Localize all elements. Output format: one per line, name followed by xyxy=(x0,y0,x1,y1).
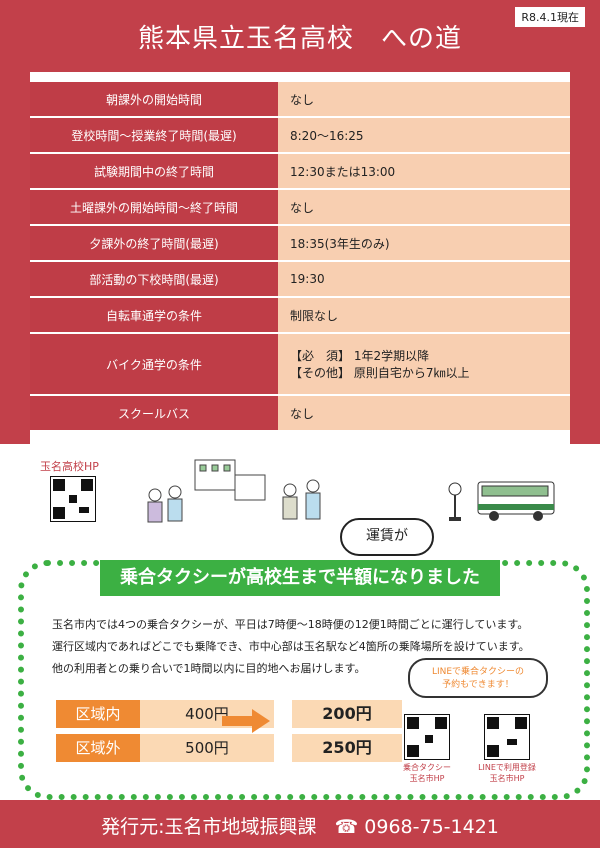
bus-icon xyxy=(477,481,555,521)
row-label: 自転車通学の条件 xyxy=(30,298,278,332)
header-band: 熊本県立玉名高校 への道 R8.4.1現在 xyxy=(0,0,600,72)
school-qr-code[interactable] xyxy=(50,476,96,522)
table-row: 土曜課外の開始時間～終了時間 なし xyxy=(30,190,570,224)
page-title: 熊本県立玉名高校 への道 xyxy=(137,24,462,54)
taxi-qr-caption: 乗合タクシー 玉名市HP xyxy=(392,762,462,784)
table-row: 自転車通学の条件 制限なし xyxy=(30,298,570,332)
school-hp-label: 玉名高校HP xyxy=(40,460,99,473)
phone-number: 0968-75-1421 xyxy=(364,816,499,838)
fare-zone-label: 区域内 xyxy=(56,700,140,728)
arrow-right-icon xyxy=(222,709,270,733)
row-label: 登校時間～授業終了時間(最遅) xyxy=(30,118,278,152)
line-bubble-text: LINEで乗合タクシーの xyxy=(431,667,525,677)
qr-caption-line: 玉名市HP xyxy=(489,774,525,783)
speech-bubble: 運賃が xyxy=(340,518,434,556)
qr-caption-line: 玉名市HP xyxy=(409,774,445,783)
taxi-description: 玉名市内では4つの乗合タクシーが、平日は7時便～18時便の12便1時間ごとに運行… xyxy=(52,614,592,680)
row-value: 18:35(3年生のみ) xyxy=(278,226,570,260)
row-value: なし xyxy=(278,82,570,116)
info-table: 朝課外の開始時間 なし 登校時間～授業終了時間(最遅) 8:20～16:25 試… xyxy=(30,80,570,432)
table-row: 試験期間中の終了時間 12:30または13:00 xyxy=(30,154,570,188)
row-value: なし xyxy=(278,190,570,224)
publisher: 発行元:玉名市地域振興課 xyxy=(101,816,317,838)
footer-text: 発行元:玉名市地域振興課 ☎ 0968-75-1421 xyxy=(0,812,600,839)
bus-stop-icon xyxy=(448,482,462,521)
row-value: 【必 須】 1年2学期以降 【その他】 原則自宅から7㎞以上 xyxy=(278,334,570,394)
row-label: 朝課外の開始時間 xyxy=(30,82,278,116)
line-qr-caption: LINEで利用登録 玉名市HP xyxy=(472,762,542,784)
row-label: 土曜課外の開始時間～終了時間 xyxy=(30,190,278,224)
row-value-line: 【必 須】 1年2学期以降 xyxy=(290,349,430,363)
description-line: 他の利用者との乗り合いで1時間以内に目的地へお届けします。 xyxy=(52,662,366,675)
fare-new-price: 250円 xyxy=(292,734,402,762)
row-label: 試験期間中の終了時間 xyxy=(30,154,278,188)
description-line: 玉名市内では4つの乗合タクシーが、平日は7時便～18時便の12便1時間ごとに運行… xyxy=(52,618,529,631)
table-row: バイク通学の条件 【必 須】 1年2学期以降 【その他】 原則自宅から7㎞以上 xyxy=(30,334,570,394)
line-bubble-text: 予約もできます！ xyxy=(442,680,514,690)
table-row: 朝課外の開始時間 なし xyxy=(30,82,570,116)
table-row: スクールバス なし xyxy=(30,396,570,430)
row-label: 部活動の下校時間(最遅) xyxy=(30,262,278,296)
row-value: 12:30または13:00 xyxy=(278,154,570,188)
row-value-line: 【その他】 原則自宅から7㎞以上 xyxy=(290,366,470,380)
students-and-school-illustration xyxy=(147,459,321,523)
date-badge: R8.4.1現在 xyxy=(514,6,586,28)
fare-old-price: 500円 xyxy=(140,734,274,762)
taxi-banner: 乗合タクシーが高校生まで半額になりました xyxy=(100,560,500,596)
right-border xyxy=(570,72,600,444)
description-line: 運行区域内であればどこでも乗降でき、市中心部は玉名駅など4箇所の乗降場所を設けて… xyxy=(52,640,530,653)
row-value: 19:30 xyxy=(278,262,570,296)
footer-band: 発行元:玉名市地域振興課 ☎ 0968-75-1421 xyxy=(0,800,600,848)
row-label: 夕課外の終了時間(最遅) xyxy=(30,226,278,260)
table-row: 登校時間～授業終了時間(最遅) 8:20～16:25 xyxy=(30,118,570,152)
qr-caption-line: LINEで利用登録 xyxy=(478,763,536,772)
line-reservation-bubble: LINEで乗合タクシーの 予約もできます！ xyxy=(408,658,548,698)
phone-icon: ☎ xyxy=(334,816,359,838)
qr-caption-line: 乗合タクシー xyxy=(403,763,451,772)
row-value: なし xyxy=(278,396,570,430)
row-value: 制限なし xyxy=(278,298,570,332)
left-border xyxy=(0,72,30,444)
row-label: バイク通学の条件 xyxy=(30,334,278,394)
table-row: 夕課外の終了時間(最遅) 18:35(3年生のみ) xyxy=(30,226,570,260)
taxi-qr-code[interactable] xyxy=(404,714,450,760)
fare-new-price: 200円 xyxy=(292,700,402,728)
table-row: 部活動の下校時間(最遅) 19:30 xyxy=(30,262,570,296)
fare-zone-label: 区域外 xyxy=(56,734,140,762)
row-value: 8:20～16:25 xyxy=(278,118,570,152)
line-qr-code[interactable] xyxy=(484,714,530,760)
row-label: スクールバス xyxy=(30,396,278,430)
